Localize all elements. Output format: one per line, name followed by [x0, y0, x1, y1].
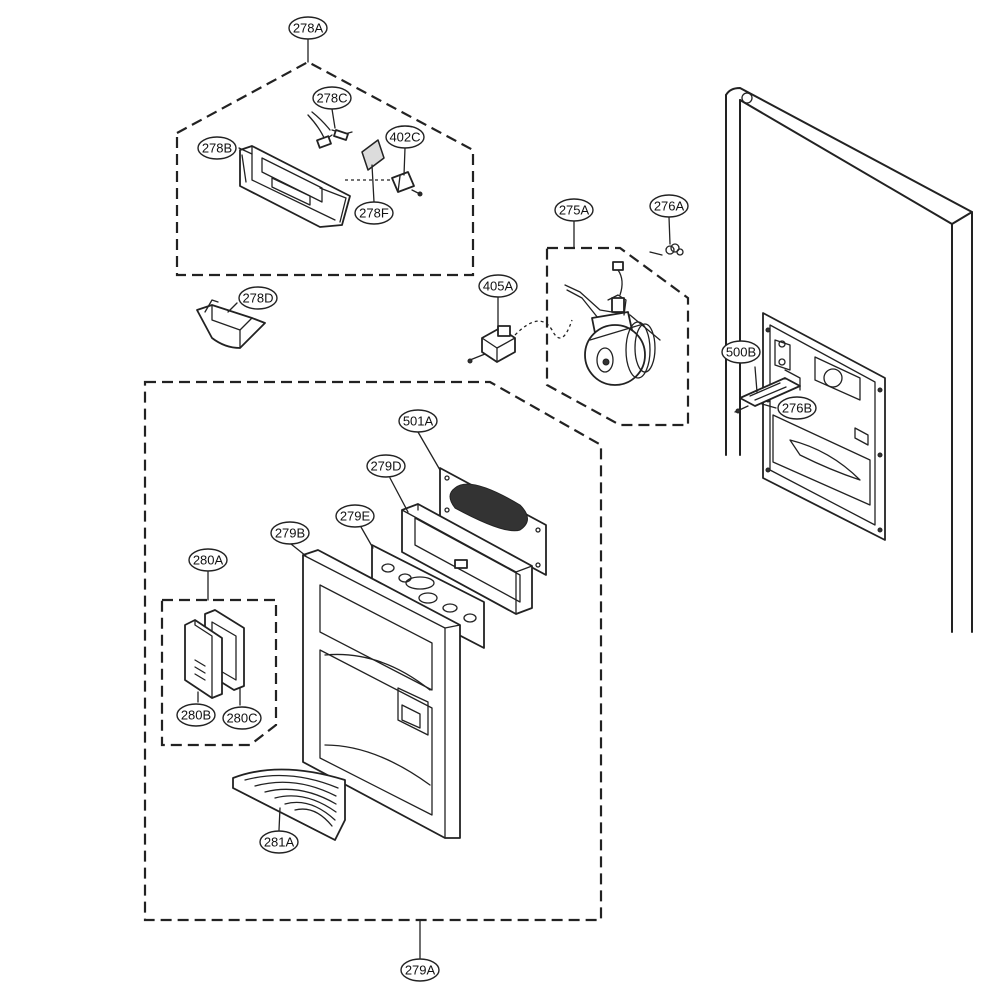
- callout-279d: 279D: [366, 454, 406, 478]
- callout-276b: 276B: [777, 396, 817, 420]
- callout-280b: 280B: [176, 703, 216, 727]
- svg-text:280B: 280B: [181, 708, 211, 723]
- callout-402c: 402C: [385, 125, 425, 149]
- svg-text:405A: 405A: [483, 279, 514, 294]
- svg-text:279A: 279A: [405, 963, 436, 978]
- callout-276a: 276A: [649, 194, 689, 218]
- svg-text:278D: 278D: [242, 291, 273, 306]
- svg-text:280C: 280C: [226, 711, 257, 726]
- switch-board-500b: [734, 369, 801, 414]
- callout-275a: 275A: [554, 198, 594, 222]
- callout-280a: 280A: [188, 548, 228, 572]
- refrigerator-door: [725, 87, 973, 633]
- callout-405a: 405A: [478, 274, 518, 298]
- svg-text:278F: 278F: [359, 206, 389, 221]
- callout-281a: 281A: [259, 830, 299, 854]
- svg-text:500B: 500B: [726, 345, 756, 360]
- svg-text:279B: 279B: [275, 526, 305, 541]
- svg-text:279D: 279D: [370, 459, 401, 474]
- callout-278a: 278A: [288, 16, 328, 40]
- leader-lines: [197, 37, 777, 959]
- svg-text:275A: 275A: [559, 203, 590, 218]
- callout-279e: 279E: [335, 504, 375, 528]
- callout-501a: 501A: [398, 409, 438, 433]
- svg-text:281A: 281A: [264, 835, 295, 850]
- assembly-280a: [160, 598, 278, 747]
- assembly-279a: [143, 380, 603, 922]
- svg-text:278C: 278C: [316, 91, 347, 106]
- svg-text:280A: 280A: [193, 553, 224, 568]
- svg-text:278B: 278B: [202, 141, 232, 156]
- part-278d: [196, 299, 266, 349]
- assembly-275a: [545, 246, 690, 427]
- callout-279b: 279B: [270, 521, 310, 545]
- svg-text:276B: 276B: [782, 401, 812, 416]
- svg-text:278A: 278A: [293, 21, 324, 36]
- callout-278d: 278D: [238, 286, 278, 310]
- callout-279a: 279A: [400, 958, 440, 982]
- part-405a: [467, 319, 573, 364]
- callout-278b: 278B: [197, 136, 237, 160]
- callout-278c: 278C: [312, 86, 352, 110]
- callout-280c: 280C: [222, 706, 262, 730]
- svg-text:276A: 276A: [654, 199, 685, 214]
- svg-text:402C: 402C: [389, 130, 420, 145]
- assembly-278a: [175, 60, 475, 277]
- callout-278f: 278F: [354, 201, 394, 225]
- svg-text:501A: 501A: [403, 414, 434, 429]
- callout-500b: 500B: [721, 340, 761, 364]
- part-276a: [649, 243, 684, 256]
- svg-text:279E: 279E: [340, 509, 371, 524]
